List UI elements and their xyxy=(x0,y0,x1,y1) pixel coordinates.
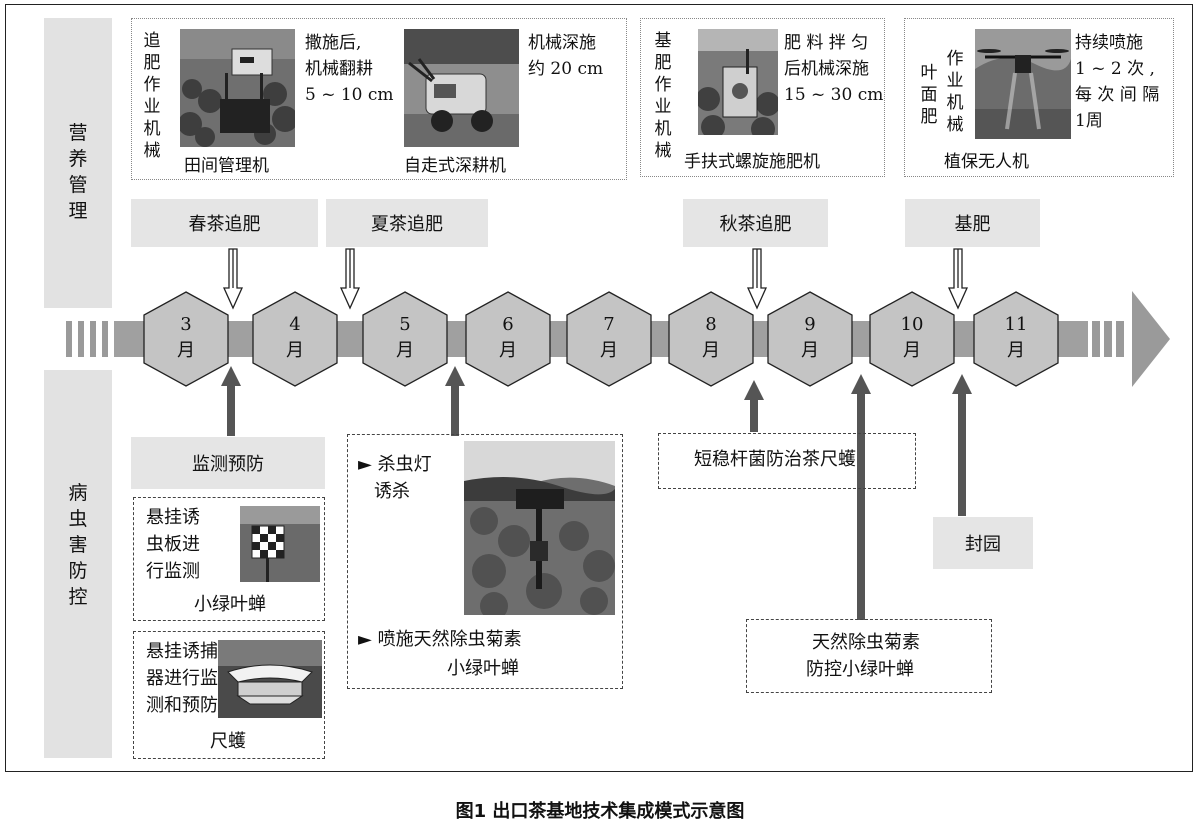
insect-lamp-photo xyxy=(464,441,615,615)
board-desc-1: 悬挂诱 xyxy=(146,507,200,528)
spiral-name: 手扶式螺旋施肥机 xyxy=(684,152,820,172)
month-unit: 月 xyxy=(702,340,720,361)
month-number: 7 xyxy=(603,314,615,335)
figure-frame xyxy=(5,4,1193,772)
base-machinery-label: 基肥作业机械 xyxy=(654,31,672,161)
month-number: 11 xyxy=(1004,314,1028,335)
board-target: 小绿叶蝉 xyxy=(194,594,266,615)
trap-box xyxy=(133,631,325,759)
deep-tiller-photo xyxy=(404,29,519,147)
deep-tiller-name: 自走式深耕机 xyxy=(404,156,506,176)
month-hexagon-4 xyxy=(252,291,338,387)
month-hexagon-9 xyxy=(767,291,853,387)
trap-desc-2: 器进行监 xyxy=(146,668,218,689)
foliar-machine-label: 作业机械 xyxy=(946,49,964,135)
field-manager-desc-3: 5 ~ 10 cm xyxy=(305,85,394,105)
stage-autumn: 秋茶追肥 xyxy=(683,199,828,247)
month-unit: 月 xyxy=(286,340,304,361)
board-desc-2: 虫板进 xyxy=(146,534,200,555)
month-hexagon-10 xyxy=(869,291,955,387)
figure-caption: 图1 出口茶基地技术集成模式示意图 xyxy=(455,801,745,822)
section-pest-label: 病虫害防控 xyxy=(68,482,88,608)
lamp-item2: ► 喷施天然除虫菊素 xyxy=(358,629,522,650)
lamp-target: 小绿叶蝉 xyxy=(447,658,519,679)
lamp-item1b: 诱杀 xyxy=(374,481,410,502)
month-number: 5 xyxy=(399,314,411,335)
month-number: 10 xyxy=(900,314,924,335)
month-unit: 月 xyxy=(903,340,921,361)
pyrethrin-line2: 防控小绿叶蝉 xyxy=(806,659,914,680)
field-manager-photo xyxy=(180,29,295,147)
deep-tiller-desc-1: 机械深施 xyxy=(528,33,596,53)
sticky-board-photo xyxy=(240,506,320,582)
stage-summer: 夏茶追肥 xyxy=(326,199,488,247)
month-unit: 月 xyxy=(177,340,195,361)
pyrethrin-line1: 天然除虫菊素 xyxy=(812,632,920,653)
drone-desc-4: 1周 xyxy=(1075,111,1103,131)
spiral-desc-1: 肥 料 拌 匀 xyxy=(784,33,869,53)
sticky-board-box xyxy=(133,497,325,621)
month-hexagon-8 xyxy=(668,291,754,387)
month-hexagon-6 xyxy=(465,291,551,387)
month-hexagon-5 xyxy=(362,291,448,387)
foliar-label: 叶面肥 xyxy=(920,63,938,127)
deep-tiller-desc-2: 约 20 cm xyxy=(528,59,604,79)
trap-target: 尺蠖 xyxy=(210,731,246,752)
drone-desc-3: 每 次 间 隔 xyxy=(1075,85,1160,105)
spiral-desc-3: 15 ~ 30 cm xyxy=(784,85,884,105)
month-label-10: 10 月 xyxy=(882,312,942,364)
topdress-machinery-label: 追肥作业机械 xyxy=(143,31,161,161)
month-unit: 月 xyxy=(801,340,819,361)
section-nutrition-label: 营养管理 xyxy=(68,122,88,222)
stage-spring: 春茶追肥 xyxy=(131,199,318,247)
topdress-machinery-box xyxy=(131,18,627,180)
month-number: 9 xyxy=(804,314,816,335)
field-manager-desc-2: 机械翻耕 xyxy=(305,59,373,79)
spiral-fertilizer-photo xyxy=(698,29,778,135)
month-hexagon-7 xyxy=(566,291,652,387)
month-unit: 月 xyxy=(396,340,414,361)
trap-photo xyxy=(218,640,322,718)
lamp-item1: ► 杀虫灯 xyxy=(358,454,432,475)
section-pest xyxy=(44,370,112,758)
board-desc-3: 行监测 xyxy=(146,561,200,582)
section-nutrition xyxy=(44,18,112,308)
drone-photo xyxy=(975,29,1071,139)
drone-desc-2: 1 ~ 2 次 , xyxy=(1075,59,1155,79)
drone-desc-1: 持续喷施 xyxy=(1075,33,1143,53)
month-label-11: 11 月 xyxy=(986,312,1046,364)
field-manager-desc-1: 撒施后, xyxy=(305,33,362,53)
close-garden: 封园 xyxy=(933,517,1033,569)
field-manager-name: 田间管理机 xyxy=(184,156,269,176)
stage-base: 基肥 xyxy=(905,199,1040,247)
bacillus-box xyxy=(658,433,916,489)
trap-desc-1: 悬挂诱捕 xyxy=(146,641,218,662)
base-machinery-box xyxy=(640,18,885,177)
drone-name: 植保无人机 xyxy=(944,152,1029,172)
month-unit: 月 xyxy=(1007,340,1025,361)
pest-monitor: 监测预防 xyxy=(131,437,325,489)
month-number: 3 xyxy=(180,314,192,335)
spiral-desc-2: 后机械深施 xyxy=(784,59,869,79)
month-number: 6 xyxy=(502,314,514,335)
month-number: 8 xyxy=(705,314,717,335)
month-hexagon-11 xyxy=(973,291,1059,387)
month-number: 4 xyxy=(289,314,301,335)
month-unit: 月 xyxy=(499,340,517,361)
bacillus-label: 短稳杆菌防治茶尺蠖 xyxy=(694,449,856,470)
month-unit: 月 xyxy=(600,340,618,361)
trap-desc-3: 测和预防 xyxy=(146,695,218,716)
pyrethrin-box xyxy=(746,619,992,693)
lamp-box xyxy=(347,434,623,689)
foliar-machinery-box xyxy=(904,18,1174,177)
month-hexagon-3 xyxy=(143,291,229,387)
